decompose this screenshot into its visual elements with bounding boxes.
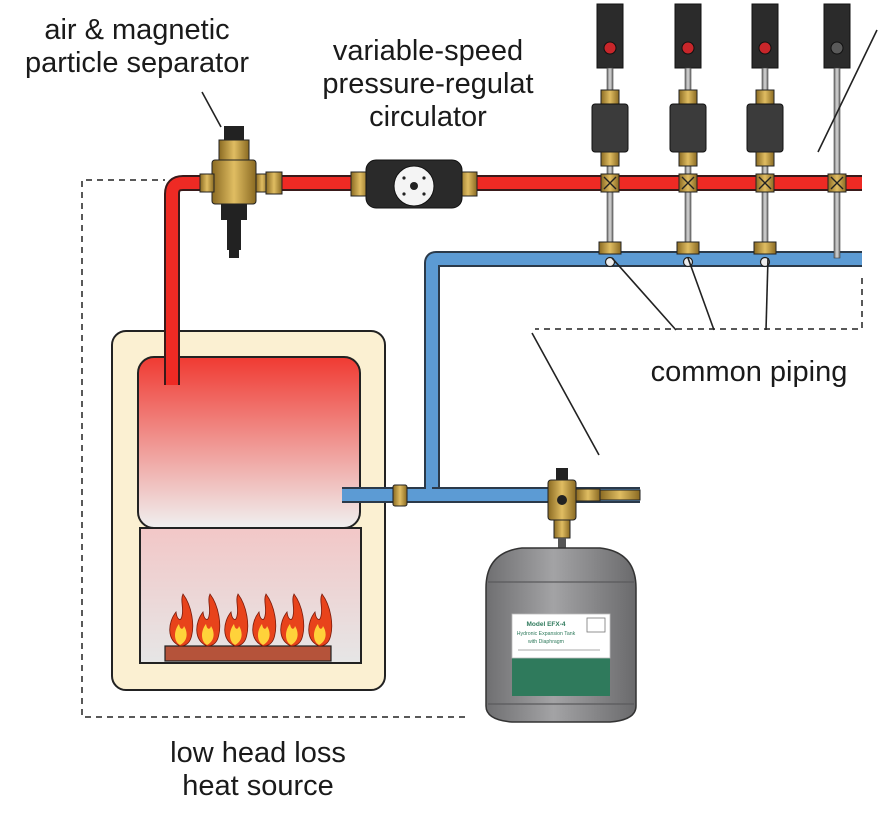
- tank-label-line1: Model EFX-4: [526, 621, 565, 628]
- supply-pipe: [164, 175, 862, 385]
- heat-source-boundary: [81, 179, 465, 718]
- flame-icon: [224, 593, 249, 647]
- circulator-pump: [350, 159, 478, 209]
- zone-valve: [669, 3, 707, 268]
- heat-source-label: low head loss heat source: [170, 737, 346, 802]
- zone-valve: [591, 3, 629, 268]
- boiler: [111, 330, 386, 691]
- flame-icon: [308, 593, 333, 647]
- tank-label-line2: Hydronic Expansion Tank: [517, 631, 576, 637]
- flame-icon: [252, 593, 277, 647]
- flame-icon: [196, 593, 221, 647]
- tank-label-line3: with Diaphragm: [528, 639, 564, 645]
- burner: [164, 645, 332, 662]
- expansion-tank: Model EFX-4 Hydronic Expansion Tank with…: [485, 547, 637, 723]
- common-piping-label: common piping: [650, 356, 848, 388]
- air-magnetic-separator: [199, 126, 283, 258]
- flame-icon: [280, 593, 305, 647]
- burner-flames: [169, 593, 333, 647]
- flame-icon: [169, 593, 194, 647]
- zone-valve: [823, 3, 851, 259]
- zone-valve: [746, 3, 784, 268]
- circulator-label: variable-speed pressure-regulat circulat…: [322, 35, 534, 133]
- zone-valves: [591, 3, 851, 268]
- leader-lines: [201, 29, 878, 456]
- heat-exchanger: [137, 356, 361, 529]
- common-piping-boundary: [535, 278, 863, 330]
- purge-valve: [547, 468, 641, 552]
- air-separator-label: air & magnetic particle separator: [24, 14, 250, 79]
